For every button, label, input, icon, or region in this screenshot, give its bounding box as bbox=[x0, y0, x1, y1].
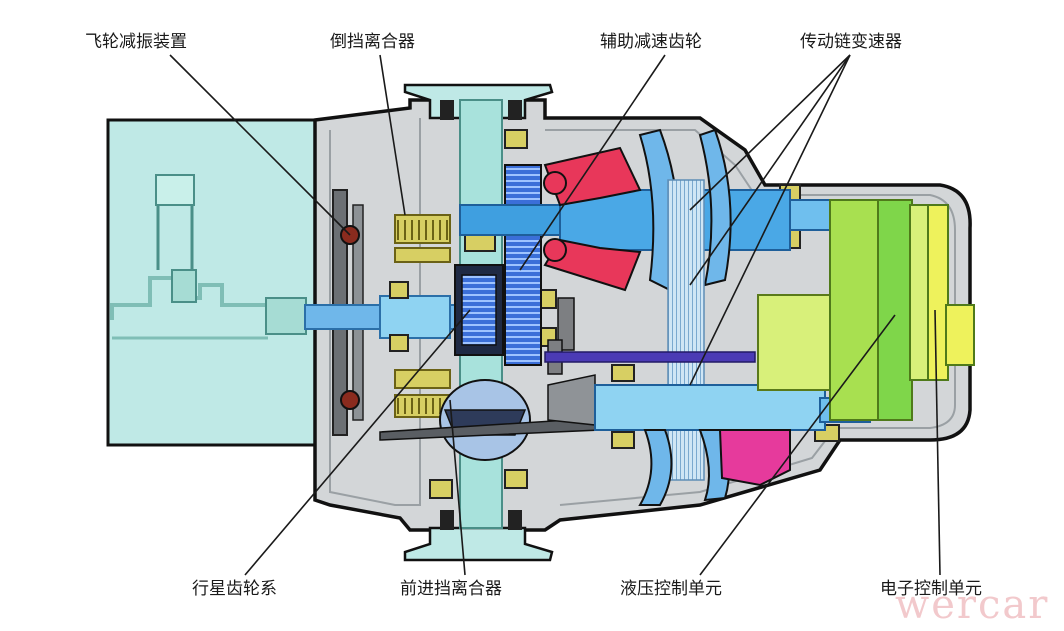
watermark: wercar bbox=[895, 582, 1049, 628]
drive-chain bbox=[667, 179, 705, 481]
valve-rod bbox=[544, 351, 756, 363]
label-aux-reduction-gear: 辅助减速齿轮 bbox=[600, 32, 702, 52]
label-flywheel-damper: 飞轮减振装置 bbox=[85, 32, 187, 52]
label-planetary-gear: 行星齿轮系 bbox=[192, 579, 277, 599]
planetary-gear-set bbox=[454, 264, 504, 356]
hydraulic-control-unit bbox=[757, 294, 839, 391]
electronic-control-unit bbox=[829, 199, 975, 421]
label-forward-clutch: 前进挡离合器 bbox=[400, 579, 502, 599]
input-shaft bbox=[304, 295, 456, 339]
primary-pulley-cylinder bbox=[543, 146, 642, 292]
bearings bbox=[389, 129, 840, 499]
forward-clutch-pack bbox=[394, 369, 451, 418]
primary-pulley-sheaves bbox=[638, 128, 732, 292]
aux-reduction-gear bbox=[504, 164, 542, 366]
reverse-clutch-pack bbox=[394, 214, 451, 263]
output-pinion bbox=[547, 297, 575, 375]
label-reverse-clutch: 倒挡离合器 bbox=[330, 32, 415, 52]
leader-lines bbox=[169, 54, 941, 576]
differential-gear bbox=[379, 374, 601, 461]
engine-block bbox=[106, 118, 322, 447]
label-hydraulic-control: 液压控制单元 bbox=[620, 579, 722, 599]
label-chain-cvt: 传动链变速器 bbox=[800, 32, 902, 52]
secondary-pulley bbox=[638, 429, 791, 506]
label-electronic-control: 电子控制单元 bbox=[880, 579, 982, 599]
